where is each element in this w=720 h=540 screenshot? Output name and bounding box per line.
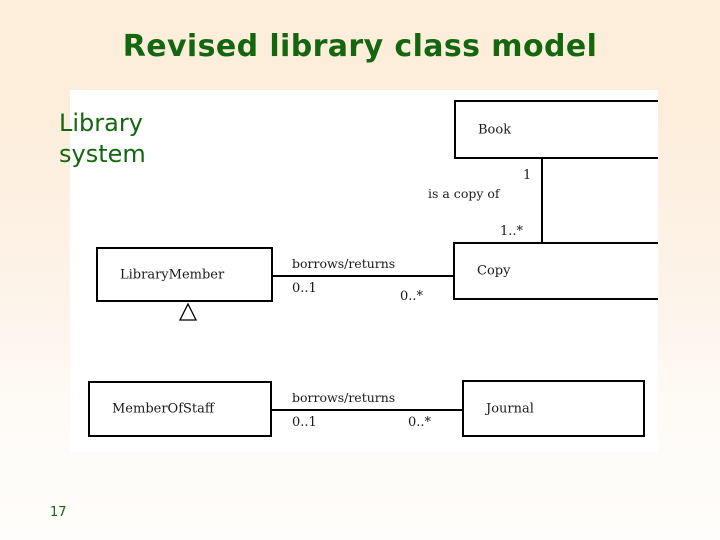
association-line-copy-of	[541, 159, 543, 243]
multiplicity-copy-of-from: 1..*	[500, 224, 524, 239]
uml-diagram-canvas: Book 1 is a copy of 1..* Copy LibraryMem…	[70, 90, 658, 452]
multiplicity-member-borrows-copy-to: 0..*	[400, 289, 424, 304]
uml-class-name-journal: Journal	[486, 401, 534, 416]
association-line-member-borrows-copy	[273, 275, 453, 277]
uml-class-box-member-of-staff: MemberOfStaff	[88, 381, 272, 437]
uml-class-box-copy: Copy	[453, 242, 658, 300]
uml-class-box-journal: Journal	[462, 380, 645, 437]
page-number: 17	[50, 505, 67, 520]
multiplicity-staff-borrows-journal-from: 0..1	[292, 415, 317, 430]
multiplicity-member-borrows-copy-from: 0..1	[292, 281, 317, 296]
uml-class-name-member-of-staff: MemberOfStaff	[112, 401, 215, 417]
association-line-staff-borrows-journal	[272, 409, 462, 411]
slide-caption: Library system	[59, 109, 146, 168]
uml-class-box-library-member: LibraryMember	[96, 247, 273, 302]
uml-class-name-book: Book	[478, 122, 512, 137]
uml-class-box-book: Book	[454, 100, 658, 159]
multiplicity-staff-borrows-journal-to: 0..*	[408, 415, 432, 430]
association-label-copy-of: is a copy of	[428, 186, 500, 201]
uml-class-name-copy: Copy	[477, 263, 511, 279]
multiplicity-copy-of-to: 1	[523, 168, 532, 183]
association-label-member-borrows-copy: borrows/returns	[292, 256, 396, 271]
uml-class-name-library-member: LibraryMember	[120, 267, 225, 282]
page-title: Revised library class model	[122, 29, 598, 64]
association-label-staff-borrows-journal: borrows/returns	[292, 390, 396, 405]
generalization-triangle-icon	[178, 302, 198, 321]
